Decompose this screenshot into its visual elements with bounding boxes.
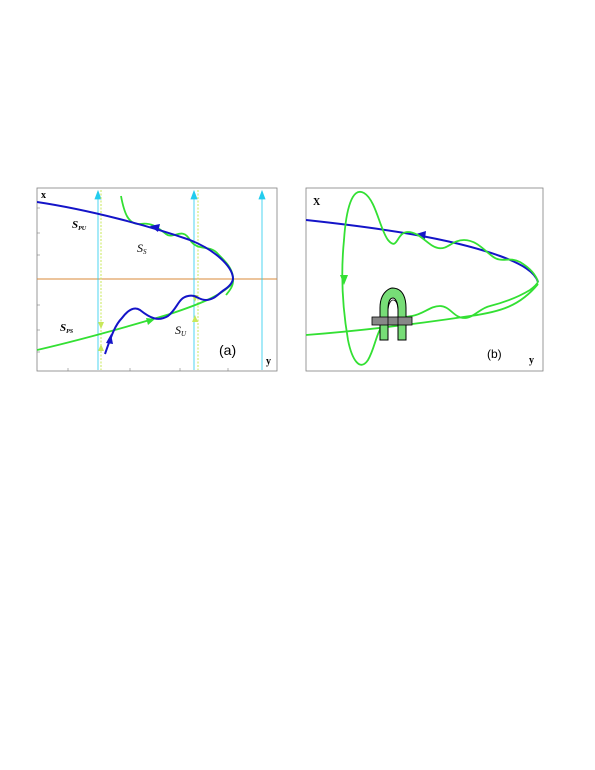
horseshoe-outer bbox=[379, 287, 407, 341]
spu-arrowhead bbox=[150, 224, 160, 232]
label-sps-main: S bbox=[60, 322, 66, 334]
panel-b-blue-curve bbox=[306, 219, 539, 283]
sps-arrowhead bbox=[146, 318, 155, 325]
label-ss: SS bbox=[137, 241, 147, 256]
panel-b-green-loop-curve bbox=[341, 190, 539, 366]
horseshoe-shape bbox=[371, 287, 413, 341]
label-spu: SPU bbox=[72, 219, 87, 232]
label-sps: SPS bbox=[60, 322, 74, 335]
panel-b-green-arrowhead bbox=[340, 275, 348, 285]
panel-a-tag: (a) bbox=[219, 342, 236, 358]
su-arrowhead bbox=[106, 334, 113, 344]
panel-b-y-axis-label: y bbox=[529, 355, 534, 366]
label-sps-sub: PS bbox=[66, 329, 74, 335]
panel-a: x y (a) SPU SS SPS SU bbox=[36, 187, 278, 372]
label-su-main: S bbox=[175, 323, 181, 337]
manifold-su-curve bbox=[104, 277, 234, 355]
label-ss-main: S bbox=[137, 241, 143, 255]
manifold-spu-curve bbox=[37, 201, 234, 279]
label-spu-main: S bbox=[72, 219, 78, 231]
panel-a-ticks bbox=[37, 207, 229, 371]
panel-b-x-axis-label: X bbox=[313, 197, 321, 208]
panel-a-x-axis-label: x bbox=[41, 190, 46, 201]
panel-a-y-axis-label: y bbox=[266, 356, 271, 367]
label-su-sub: U bbox=[181, 330, 187, 338]
panel-b-tag: (b) bbox=[487, 347, 502, 361]
horseshoe-gray-bar bbox=[371, 316, 413, 326]
label-su: SU bbox=[175, 323, 187, 338]
dotted-guide-lines bbox=[100, 190, 199, 370]
horseshoe-inner-arch bbox=[387, 299, 399, 336]
panel-b: X y (b) bbox=[305, 187, 544, 372]
vertical-flow-arrows bbox=[94, 189, 266, 370]
label-spu-sub: PU bbox=[78, 226, 87, 232]
panel-b-blue-arrowhead bbox=[416, 231, 426, 239]
label-ss-sub: S bbox=[143, 248, 147, 256]
